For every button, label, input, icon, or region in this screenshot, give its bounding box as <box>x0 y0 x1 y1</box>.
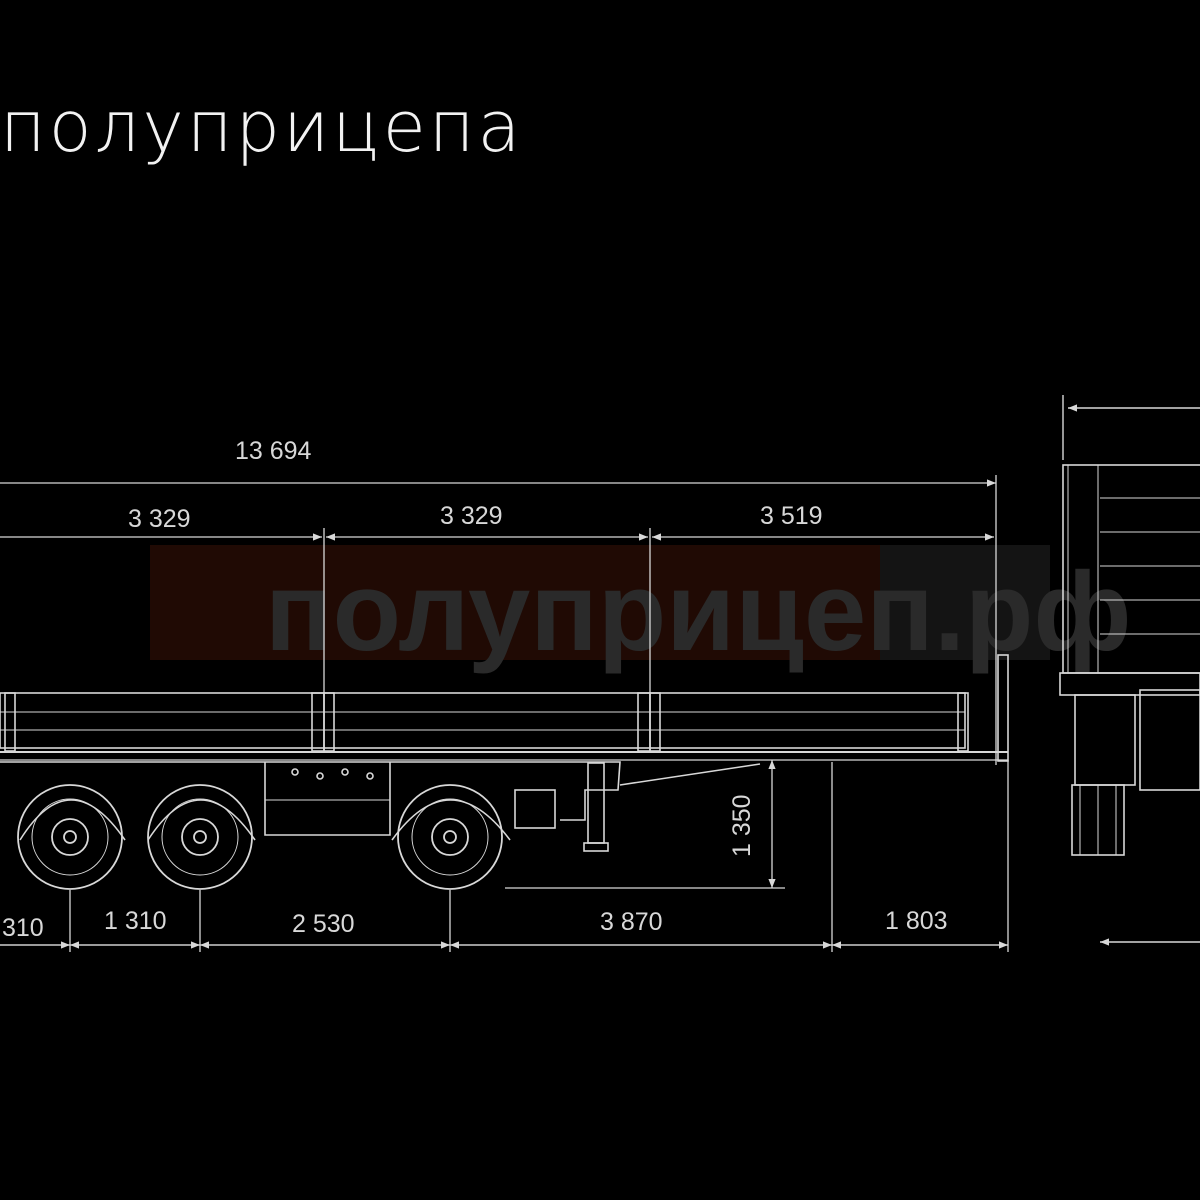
front-width-dimension <box>1062 395 1200 946</box>
mid-bracket <box>264 762 391 836</box>
wheel <box>397 784 503 890</box>
rivet <box>341 768 349 776</box>
section-2-label: 3 329 <box>440 502 503 530</box>
axle-to-mid-label: 2 530 <box>292 910 355 938</box>
stake <box>323 692 335 752</box>
stake <box>311 692 325 752</box>
page-title: полуприцепа <box>0 86 524 168</box>
front-wall <box>997 654 1009 762</box>
fender <box>391 799 511 841</box>
platform-height-label: 1 350 <box>728 794 756 857</box>
toolbox <box>514 789 556 829</box>
rivet <box>291 768 299 776</box>
fender <box>147 799 256 841</box>
trailer-side-view <box>0 654 1009 852</box>
stake <box>957 692 969 752</box>
front-frame-right <box>1139 689 1200 791</box>
stake <box>637 692 651 752</box>
side-boards <box>0 692 966 749</box>
chassis-frame <box>0 761 621 821</box>
section-1-label: 3 329 <box>128 505 191 533</box>
mid-to-king-label: 3 870 <box>600 908 663 936</box>
fender <box>19 799 126 841</box>
watermark-band-end <box>880 545 1050 660</box>
front-floor <box>1059 672 1200 696</box>
overall-length-label: 13 694 <box>235 437 312 465</box>
front-overhang-label: 1 803 <box>885 907 948 935</box>
wheel <box>17 784 123 890</box>
rear-overhang-label: 310 <box>2 914 44 942</box>
axle-spacing-label: 1 310 <box>104 907 167 935</box>
front-frame <box>1074 694 1136 786</box>
watermark: полуприцеп.рф <box>150 545 1131 674</box>
landing-gear <box>587 762 605 844</box>
gooseneck <box>619 763 761 786</box>
section-3-label: 3 519 <box>760 502 823 530</box>
rivet <box>366 772 374 780</box>
watermark-text: полуприцеп.рф <box>265 549 1131 674</box>
rivet <box>316 772 324 780</box>
wheel <box>147 784 253 890</box>
dimension-lines <box>0 475 1009 952</box>
stake <box>4 692 16 752</box>
trailer-front-view <box>1059 464 1200 856</box>
landing-gear-foot <box>583 842 609 852</box>
stake <box>649 692 661 752</box>
